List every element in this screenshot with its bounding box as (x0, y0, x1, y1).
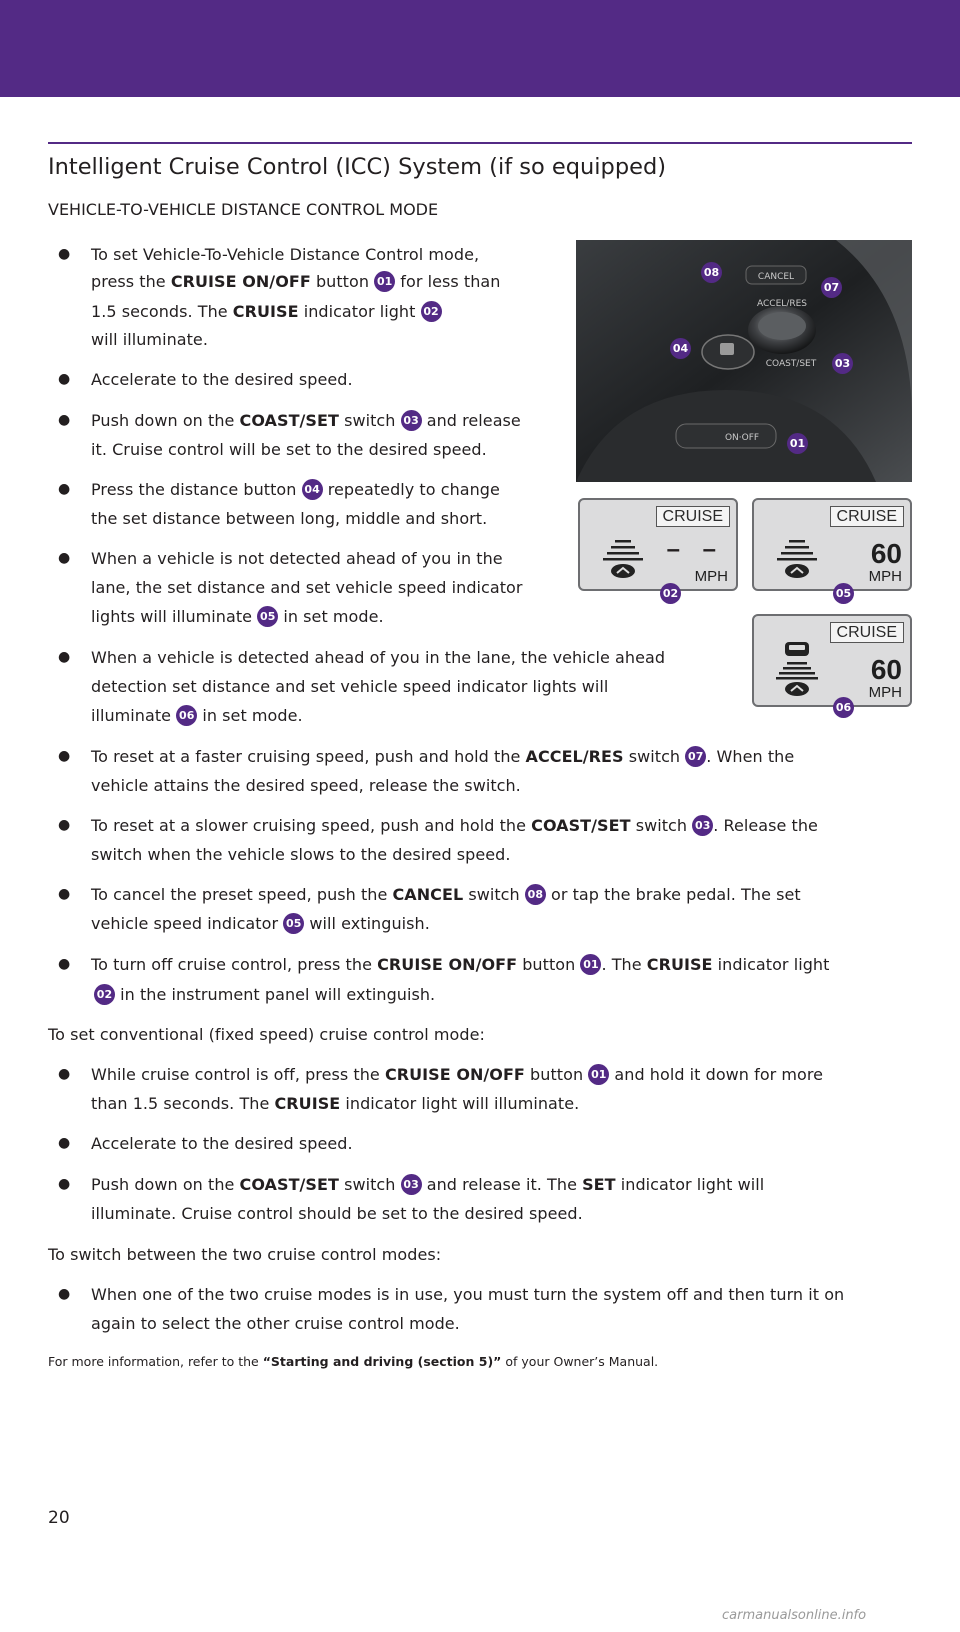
bullet-6-line-3: illuminate 06 in set mode. (91, 705, 303, 726)
callout-08: 08 (701, 262, 722, 283)
bullet-7-line-2: vehicle attains the desired speed, relea… (91, 776, 521, 795)
conventional-2-line-1: Accelerate to the desired speed. (91, 1134, 353, 1153)
bullet-dot: ● (58, 886, 71, 902)
conventional-1-line-1: While cruise control is off, press the C… (91, 1064, 824, 1085)
bullet-5-line-2: lane, the set distance and set vehicle s… (91, 578, 523, 597)
callout-02-panel: 02 (660, 583, 681, 604)
bullet-5-line-3: lights will illuminate 05 in set mode. (91, 606, 384, 627)
bullet-4-line-1: Press the distance button 04 repeatedly … (91, 479, 500, 500)
callout-08: 08 (524, 884, 546, 905)
cruise-label: CRUISE (829, 622, 904, 643)
bullet-dot: ● (58, 956, 71, 972)
conventional-3-line-1: Push down on the COAST/SET switch 03 and… (91, 1174, 765, 1195)
photo-label-accel: ACCEL/RES (757, 299, 807, 309)
callout-07: 07 (821, 277, 842, 298)
callout-01: 01 (580, 954, 602, 975)
steering-wheel-switch-photo: CANCEL ACCEL/RES COAST/SET ON·OFF (576, 240, 912, 482)
distance-bars-icon (777, 540, 817, 578)
callout-05: 05 (283, 913, 305, 934)
bullet-3-line-2: it. Cruise control will be set to the de… (91, 440, 487, 459)
callout-01: 01 (374, 271, 396, 292)
bullet-1-line-1: To set Vehicle-To-Vehicle Distance Contr… (91, 245, 480, 264)
switching-1-line-1: When one of the two cruise modes is in u… (91, 1285, 845, 1304)
callout-03: 03 (832, 353, 853, 374)
bullet-1-line-4: will illuminate. (91, 330, 208, 349)
bullet-dot: ● (58, 649, 71, 665)
bullet-3-line-1: Push down on the COAST/SET switch 03 and… (91, 410, 521, 431)
bullet-9-line-1: To cancel the preset speed, push the CAN… (91, 884, 801, 905)
page-title: Intelligent Cruise Control (ICC) System … (48, 154, 667, 180)
bullet-10-line-1: To turn off cruise control, press the CR… (91, 954, 830, 975)
cruise-indicator-panel-vehicle-ahead: CRUISE 60 MPH (752, 614, 912, 707)
bullet-dot: ● (58, 1135, 71, 1151)
bullet-1-line-2: press the CRUISE ON/OFF button 01 for le… (91, 271, 501, 292)
conventional-heading: To set conventional (fixed speed) cruise… (48, 1025, 485, 1044)
callout-03: 03 (400, 1174, 422, 1195)
bullet-dot: ● (58, 371, 71, 387)
bullet-dot: ● (58, 817, 71, 833)
bullet-dot: ● (58, 1176, 71, 1192)
cruise-indicator-panel-set: CRUISE 60 MPH (752, 498, 912, 591)
vehicle-ahead-icon (776, 642, 818, 696)
bullet-10-line-2: 02 in the instrument panel will extingui… (94, 979, 435, 1010)
callout-03: 03 (400, 410, 422, 431)
top-banner (0, 0, 960, 97)
callout-05: 05 (257, 606, 279, 627)
callout-04: 04 (670, 338, 691, 359)
cruise-label: CRUISE (829, 506, 904, 527)
callout-02: 02 (94, 984, 115, 1005)
footnote: For more information, refer to the “Star… (48, 1354, 659, 1369)
conventional-3-line-2: illuminate. Cruise control should be set… (91, 1204, 583, 1223)
distance-bars-icon (603, 540, 643, 578)
callout-03: 03 (692, 815, 714, 836)
speed-unit: MPH (694, 568, 728, 585)
bullet-dot: ● (58, 246, 71, 262)
callout-05-panel: 05 (833, 583, 854, 604)
conventional-1-line-2: than 1.5 seconds. The CRUISE indicator l… (91, 1094, 580, 1113)
bullet-dot: ● (58, 412, 71, 428)
speed-dashes: – – (666, 536, 724, 563)
bullet-dot: ● (58, 550, 71, 566)
bullet-6-line-1: When a vehicle is detected ahead of you … (91, 648, 666, 667)
bullet-4-line-2: the set distance between long, middle an… (91, 509, 488, 528)
speed-unit: MPH (868, 684, 902, 701)
switching-1-line-2: again to select the other cruise control… (91, 1314, 460, 1333)
bullet-5-line-1: When a vehicle is not detected ahead of … (91, 549, 503, 568)
bullet-6-line-2: detection set distance and set vehicle s… (91, 677, 609, 696)
cruise-label: CRUISE (655, 506, 730, 527)
bullet-2-line-1: Accelerate to the desired speed. (91, 370, 353, 389)
photo-label-coast: COAST/SET (766, 359, 817, 369)
callout-04: 04 (301, 479, 323, 500)
bullet-1-line-3: 1.5 seconds. The CRUISE indicator light … (91, 296, 442, 327)
bullet-dot: ● (58, 1286, 71, 1302)
cruise-indicator-panel-standby: CRUISE – – MPH (578, 498, 738, 591)
bullet-7-line-1: To reset at a faster cruising speed, pus… (91, 746, 795, 767)
speed-unit: MPH (868, 568, 902, 585)
page-number: 20 (48, 1508, 70, 1528)
callout-06-panel: 06 (833, 697, 854, 718)
callout-07: 07 (685, 746, 707, 767)
bullet-dot: ● (58, 481, 71, 497)
section-subhead: VEHICLE-TO-VEHICLE DISTANCE CONTROL MODE (48, 200, 439, 219)
bullet-dot: ● (58, 748, 71, 764)
callout-01: 01 (588, 1064, 610, 1085)
photo-label-cancel: CANCEL (758, 272, 794, 282)
photo-label-onoff: ON·OFF (725, 433, 759, 443)
set-speed-value: 60 (870, 538, 902, 569)
bullet-8-line-2: switch when the vehicle slows to the des… (91, 845, 511, 864)
switching-heading: To switch between the two cruise control… (48, 1245, 442, 1264)
callout-02: 02 (420, 301, 442, 322)
set-speed-value: 60 (870, 654, 902, 685)
bullet-dot: ● (58, 1066, 71, 1082)
callout-01: 01 (787, 433, 808, 454)
callout-06: 06 (176, 705, 198, 726)
bullet-9-line-2: vehicle speed indicator 05 will extingui… (91, 913, 430, 934)
title-rule (48, 142, 912, 144)
bullet-8-line-1: To reset at a slower cruising speed, pus… (91, 815, 818, 836)
watermark: carmanualsonline.info (722, 1608, 867, 1623)
